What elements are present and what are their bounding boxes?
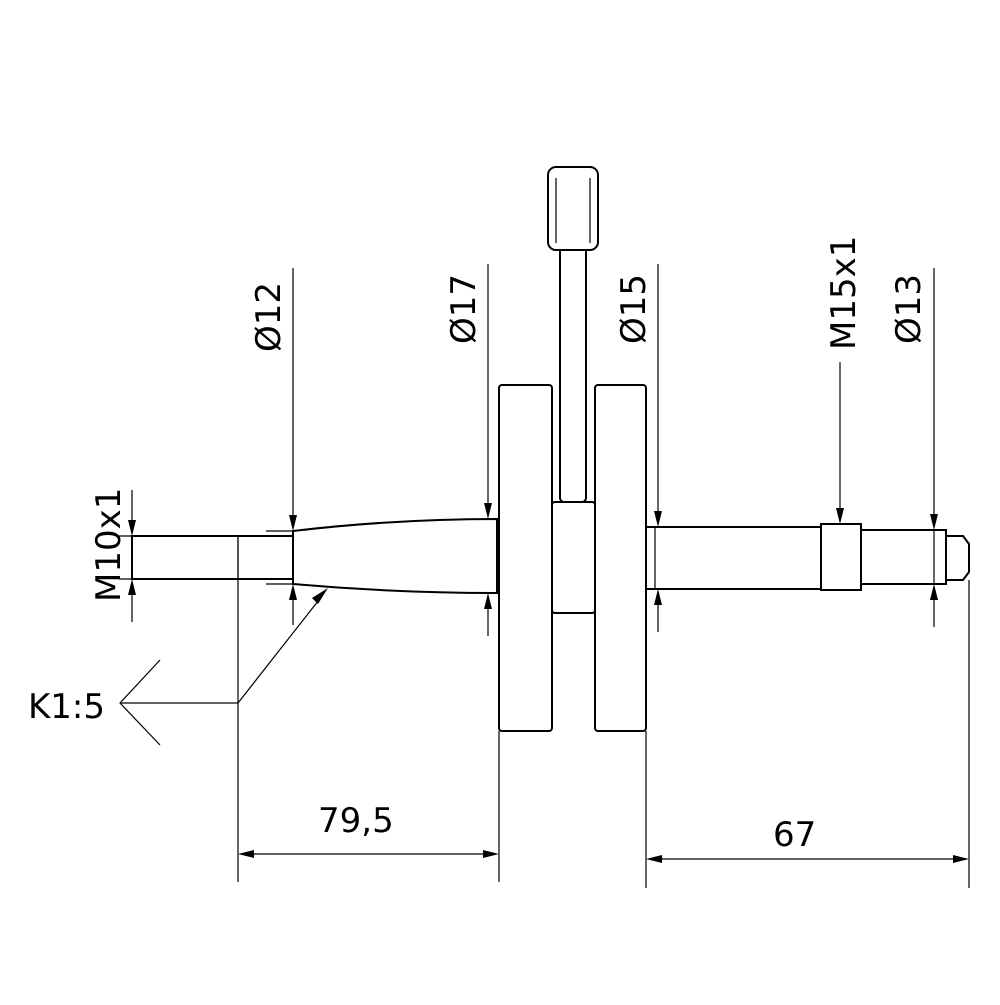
diameter-17-label: Ø17 (444, 274, 484, 344)
crank-pin (551, 501, 596, 614)
length-79-5-label: 79,5 (318, 801, 394, 841)
right-crank-web (594, 384, 647, 732)
dimension-diameter-13: Ø13 (889, 268, 938, 627)
length-67-label: 67 (773, 815, 816, 855)
left-crank-web (498, 384, 553, 732)
crankshaft-part (131, 166, 970, 732)
taper-callout: K1:5 (28, 588, 328, 746)
taper-label: K1:5 (28, 687, 105, 727)
dimension-diameter-15: Ø15 (614, 264, 662, 632)
left-shaft-taper (292, 517, 498, 595)
left-shaft-threaded-end (131, 535, 294, 580)
connecting-rod-small-end (547, 166, 599, 251)
dimension-length-79-5: 79,5 (237, 536, 500, 882)
right-shaft-section (860, 529, 947, 585)
dimension-m10x1: M10x1 (89, 488, 150, 622)
dimension-length-67: 67 (645, 580, 970, 888)
right-threaded-section (820, 523, 862, 591)
dimension-diameter-17: Ø17 (444, 264, 492, 636)
dimension-m15x1: M15x1 (824, 236, 864, 524)
right-shaft-end (945, 535, 970, 581)
diameter-13-label: Ø13 (889, 274, 929, 344)
dimension-diameter-12: Ø12 (249, 268, 297, 625)
diameter-12-label: Ø12 (249, 282, 289, 352)
m10x1-label: M10x1 (89, 488, 129, 602)
connecting-rod-shank (559, 239, 587, 503)
m15x1-label: M15x1 (824, 236, 864, 350)
diameter-15-label: Ø15 (614, 274, 654, 344)
right-main-journal (645, 526, 822, 590)
